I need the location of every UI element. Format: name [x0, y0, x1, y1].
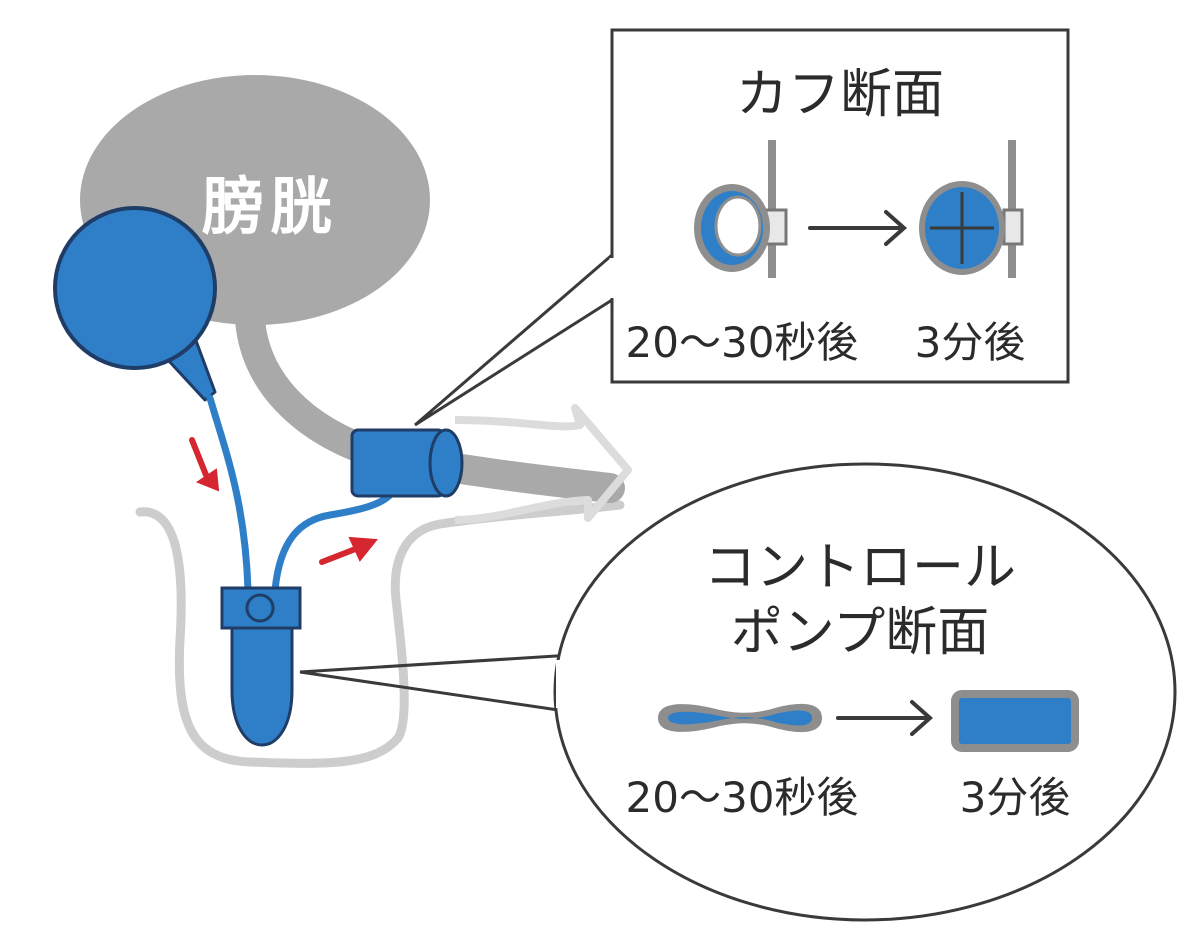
tissue-outline — [135, 500, 625, 768]
cuff-cross-section-before — [694, 140, 788, 278]
cuff — [350, 428, 464, 498]
pump-callout-frame — [553, 462, 1177, 922]
flow-arrows — [189, 437, 378, 565]
reservoir-balloon — [53, 206, 217, 402]
urethra-outlet-arrow — [454, 404, 632, 524]
balloon-body — [53, 206, 217, 370]
pump-arrow-head — [910, 700, 934, 736]
flow-arrow-down-head — [195, 468, 220, 492]
cuff-callout-pointer — [414, 253, 613, 427]
pump-section-title-line1: コントロール — [704, 538, 1016, 598]
pump-transition-arrow — [836, 700, 934, 736]
pump-section-title-line2: ポンプ断面 — [731, 603, 989, 663]
pump-cross-section-before — [658, 703, 822, 733]
control-pump — [220, 586, 302, 747]
cuff-end — [428, 428, 464, 498]
cuff-cross-section-after — [919, 140, 1024, 278]
pump-cross-section-after — [951, 690, 1079, 752]
cuff-before-ring-hole — [714, 195, 762, 257]
cuff-arrow-head — [884, 210, 908, 246]
pump-after-rect — [951, 690, 1079, 752]
cuff-section-callout: カフ断面 20〜30秒後 3分後 — [414, 28, 1070, 427]
pump-bulb — [230, 623, 294, 747]
tissue-outline-path — [135, 500, 625, 768]
cuff-transition-arrow — [808, 210, 908, 246]
pump-valve — [245, 593, 275, 623]
pump-after-label: 3分後 — [960, 773, 1071, 822]
pump-section-callout: コントロール ポンプ断面 20〜30秒後 3分後 — [299, 462, 1177, 922]
tube-pump-to-cuff — [271, 491, 394, 594]
cuff-after-label: 3分後 — [915, 318, 1026, 367]
cuff-before-label: 20〜30秒後 — [626, 318, 859, 367]
flow-arrow-up-shaft — [319, 545, 361, 565]
pump-before-flat-inner — [668, 710, 812, 726]
pump-callout-pointer — [299, 653, 573, 714]
flow-arrow-down-shaft — [189, 437, 209, 478]
tube-balloon-to-pump — [206, 394, 252, 594]
bladder-label: 膀胱 — [202, 170, 338, 243]
device-tubing — [206, 394, 394, 594]
flow-arrow-up-head — [348, 536, 378, 562]
pump-before-label: 20〜30秒後 — [626, 773, 859, 822]
cuff-section-title: カフ断面 — [736, 65, 944, 125]
cuff-after-clip — [1002, 208, 1024, 246]
